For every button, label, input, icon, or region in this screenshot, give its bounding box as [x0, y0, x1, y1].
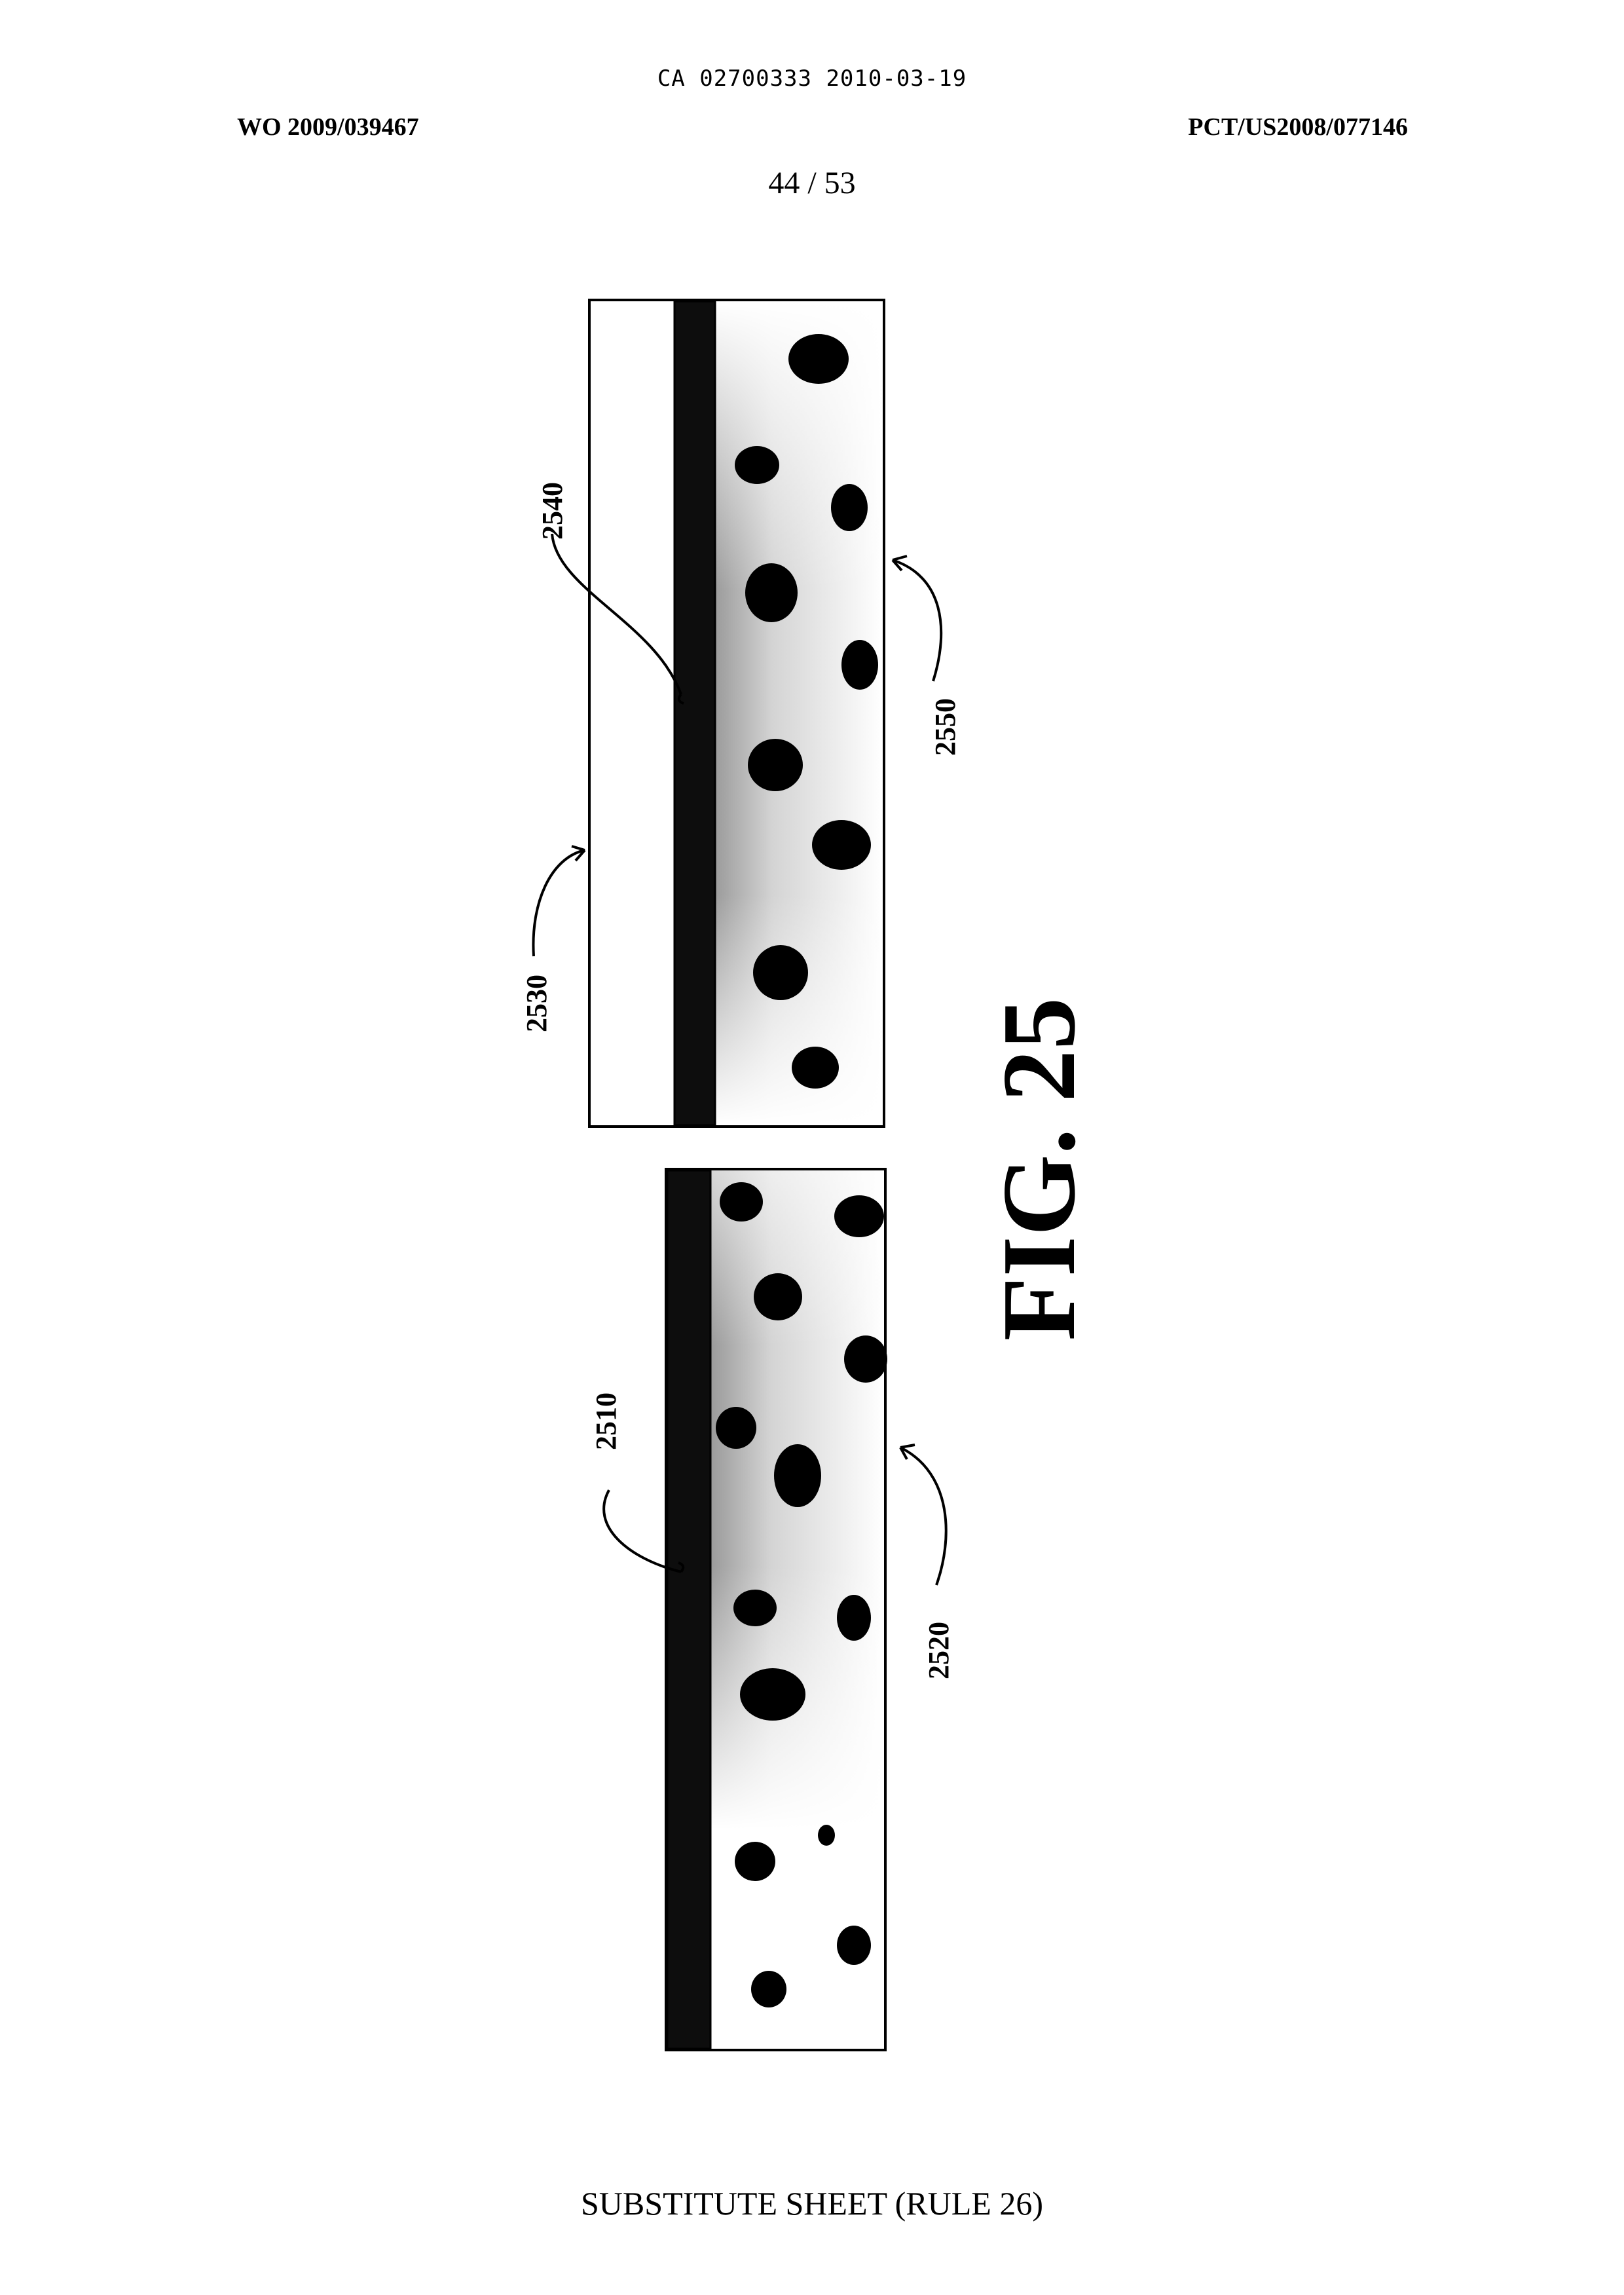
label-2550: 2550 [929, 698, 961, 756]
upper-dark-layer [674, 301, 715, 1125]
footer-note: SUBSTITUTE SHEET (RULE 26) [0, 2184, 1624, 2222]
label-2510: 2510 [590, 1392, 622, 1450]
label-2530: 2530 [521, 975, 553, 1032]
upper-panel [589, 300, 884, 1127]
figure-caption: FIG. 25 [980, 998, 1097, 1341]
label-2520: 2520 [923, 1622, 955, 1679]
upper-gradient-fade [714, 301, 883, 1125]
label-2540: 2540 [536, 482, 568, 540]
leader-2530 [533, 850, 585, 956]
lower-panel [666, 1169, 887, 2050]
leader-2520 [900, 1447, 946, 1585]
leader-2550 [893, 560, 941, 681]
lower-dark-layer [667, 1170, 710, 2049]
